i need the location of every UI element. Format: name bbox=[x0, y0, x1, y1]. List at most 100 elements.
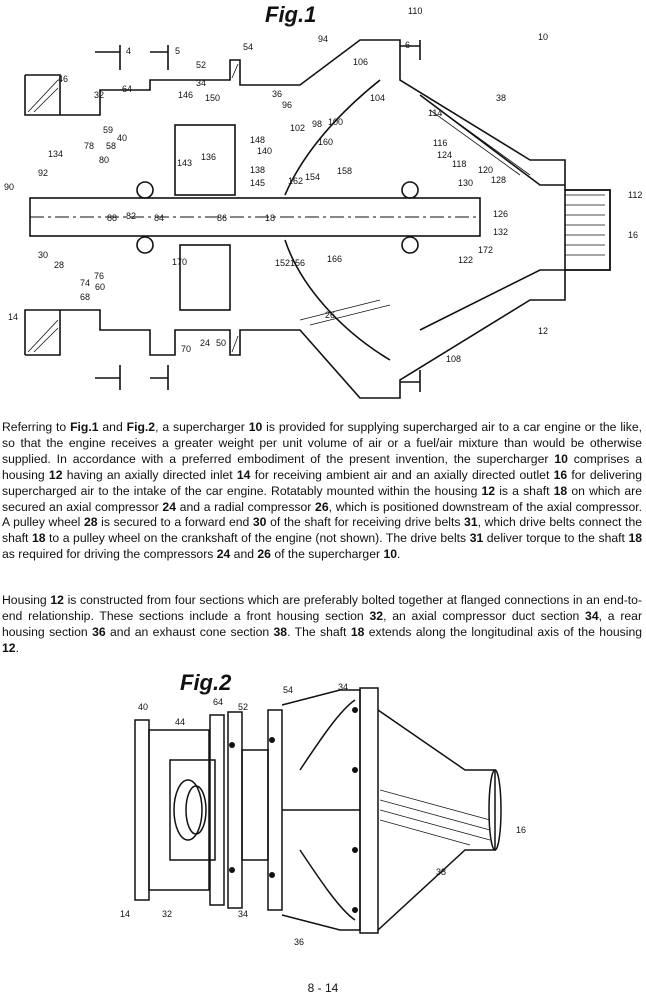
text-run: . bbox=[397, 547, 401, 562]
reference-label: 152 bbox=[275, 258, 290, 268]
text-run: is secured to a forward end bbox=[97, 515, 253, 530]
reference-label: 126 bbox=[493, 209, 508, 219]
reference-label: 92 bbox=[38, 168, 48, 178]
reference-label: 78 bbox=[84, 141, 94, 151]
reference-label: 162 bbox=[288, 176, 303, 186]
reference-label: 46 bbox=[58, 74, 68, 84]
reference-label: 154 bbox=[305, 172, 320, 182]
reference-label: 90 bbox=[4, 182, 14, 192]
reference-numeral: 38 bbox=[273, 624, 288, 639]
paragraph-1: Referring to Fig.1 and Fig.2, a supercha… bbox=[2, 420, 642, 563]
text-run: for receiving ambient air and an axially… bbox=[250, 467, 554, 482]
reference-label: 110 bbox=[408, 6, 422, 16]
reference-label: 36 bbox=[272, 89, 282, 99]
reference-label: 14 bbox=[8, 312, 18, 322]
reference-numeral: 31 bbox=[464, 515, 478, 530]
reference-numeral: Fig.1 bbox=[70, 420, 99, 434]
reference-label: 40 bbox=[138, 702, 148, 712]
reference-label: 145 bbox=[250, 178, 265, 188]
reference-label: 5 bbox=[175, 46, 180, 56]
text-run: of the supercharger bbox=[270, 547, 384, 562]
reference-numeral: 10 bbox=[248, 420, 263, 434]
text-run: is constructed from four sections which … bbox=[2, 593, 642, 623]
reference-numeral: 18 bbox=[350, 624, 365, 639]
reference-label: 36 bbox=[294, 937, 304, 947]
reference-label: 118 bbox=[452, 159, 466, 169]
reference-label: 104 bbox=[370, 93, 385, 103]
reference-label: 156 bbox=[290, 258, 305, 268]
reference-label: 143 bbox=[177, 158, 192, 168]
reference-label: 64 bbox=[213, 697, 223, 707]
text-run: , a rear housing section bbox=[2, 608, 642, 639]
reference-label: 166 bbox=[327, 254, 342, 264]
reference-label: 112 bbox=[628, 190, 642, 200]
text-run: . bbox=[15, 640, 19, 655]
reference-label: 68 bbox=[80, 292, 90, 302]
reference-label: 108 bbox=[446, 354, 461, 364]
reference-numeral: 28 bbox=[83, 515, 98, 530]
text-run: , which is positioned downstream of the … bbox=[2, 499, 643, 530]
reference-label: 16 bbox=[628, 230, 638, 240]
reference-numeral: 26 bbox=[257, 547, 271, 562]
reference-label: 136 bbox=[201, 152, 216, 162]
reference-label: 76 bbox=[94, 271, 104, 281]
reference-label: 140 bbox=[257, 146, 272, 156]
reference-label: 58 bbox=[106, 141, 116, 151]
text-run: on which are secured an axial compressor bbox=[2, 483, 642, 514]
reference-label: 150 bbox=[205, 93, 220, 103]
text-run: having an axially directed inlet bbox=[62, 467, 237, 482]
reference-numeral: 12 bbox=[48, 467, 63, 482]
reference-label: 30 bbox=[38, 250, 48, 260]
reference-label: 52 bbox=[238, 702, 248, 712]
reference-label: 100 bbox=[328, 117, 343, 127]
reference-label: 34 bbox=[238, 909, 248, 919]
reference-numeral: 24 bbox=[162, 499, 176, 514]
reference-label: 18 bbox=[265, 213, 275, 223]
reference-label: 40 bbox=[117, 133, 127, 143]
reference-label: 54 bbox=[283, 685, 293, 695]
reference-label: 128 bbox=[491, 175, 506, 185]
reference-label: 158 bbox=[337, 166, 352, 176]
text-run: , an axial compressor duct section bbox=[383, 608, 586, 623]
reference-label: 132 bbox=[493, 227, 508, 237]
reference-label: 12 bbox=[538, 326, 548, 336]
reference-label: 138 bbox=[250, 165, 265, 175]
reference-label: 6 bbox=[405, 40, 410, 50]
reference-label: 148 bbox=[250, 135, 265, 145]
reference-numeral: 24 bbox=[216, 547, 231, 562]
text-run: and bbox=[98, 420, 127, 434]
reference-label: 106 bbox=[353, 57, 368, 67]
text-run: , a supercharger bbox=[155, 420, 249, 434]
reference-label: 116 bbox=[433, 138, 447, 148]
reference-numeral: Fig.2 bbox=[126, 420, 156, 434]
page-number: 8 - 14 bbox=[307, 981, 339, 995]
reference-numeral: 32 bbox=[369, 608, 384, 623]
reference-label: 130 bbox=[458, 178, 473, 188]
reference-label: 32 bbox=[94, 90, 104, 100]
text-run: is a shaft bbox=[495, 483, 554, 498]
reference-label: 10 bbox=[538, 32, 548, 42]
reference-label: 59 bbox=[103, 125, 113, 135]
reference-label: 64 bbox=[122, 84, 132, 94]
reference-label: 94 bbox=[318, 34, 328, 44]
reference-numeral: 14 bbox=[236, 467, 251, 482]
reference-label: 120 bbox=[478, 165, 493, 175]
reference-label: 32 bbox=[162, 909, 172, 919]
reference-label: 70 bbox=[181, 344, 191, 354]
reference-label: 84 bbox=[154, 213, 164, 223]
text-run: , which drive belts connect the shaft bbox=[2, 515, 642, 546]
reference-label: 16 bbox=[516, 825, 526, 835]
reference-label: 122 bbox=[458, 255, 473, 265]
reference-label: 170 bbox=[172, 257, 187, 267]
reference-numeral: 16 bbox=[553, 467, 568, 482]
reference-label: 50 bbox=[216, 338, 226, 348]
reference-numeral: 12 bbox=[2, 640, 16, 655]
text-run: to a pulley wheel on the crankshaft of t… bbox=[45, 531, 470, 546]
reference-label: 146 bbox=[178, 90, 193, 100]
reference-numeral: 31 bbox=[469, 531, 484, 546]
reference-label: 52 bbox=[196, 60, 206, 70]
reference-label: 54 bbox=[243, 42, 253, 52]
text-run: as required for driving the compressors bbox=[2, 547, 217, 562]
